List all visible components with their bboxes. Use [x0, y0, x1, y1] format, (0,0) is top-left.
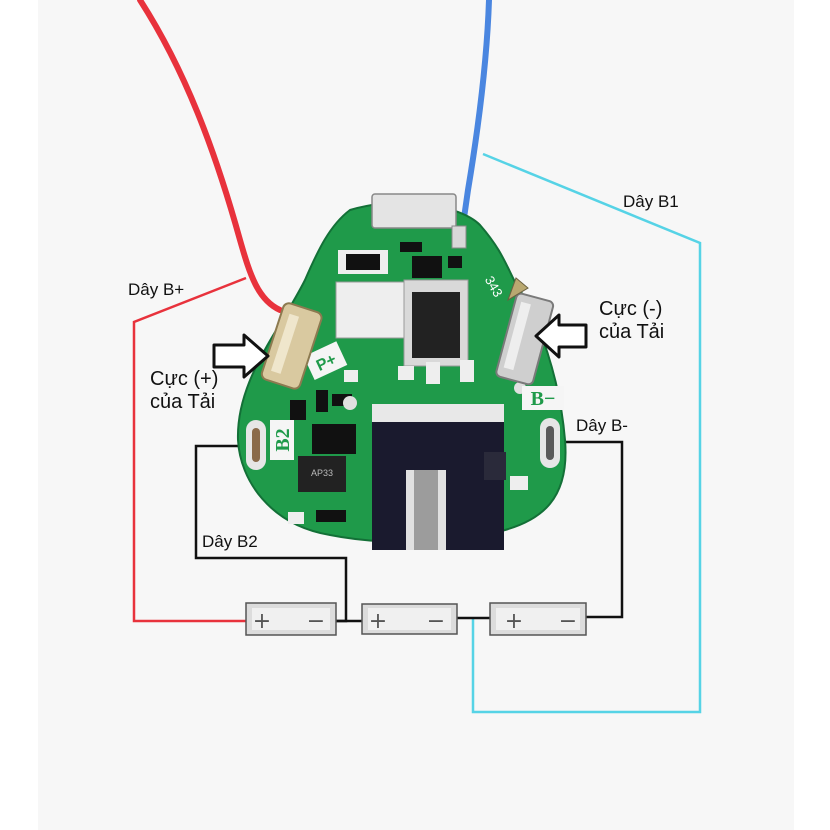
ic-ap33	[298, 456, 346, 492]
label-negative-terminal-line1: Cực (-)	[599, 298, 663, 320]
battery-cell-1	[245, 602, 337, 636]
cell-1-plus: +	[253, 609, 271, 634]
arrow-right-icon	[212, 333, 270, 379]
ic-array	[312, 424, 356, 454]
label-positive-terminal: Cực (+) của Tải	[150, 368, 218, 414]
battery-cell-2	[361, 603, 458, 635]
silk-b-minus: B−	[531, 388, 556, 410]
b-plus-red-line	[132, 276, 247, 623]
label-b2: Dây B2	[202, 532, 258, 551]
cell-2-minus: −	[427, 609, 445, 634]
cell-3-minus: −	[559, 609, 577, 634]
label-b1: Dây B1	[623, 192, 679, 211]
cell-3-plus: +	[505, 609, 523, 634]
label-b-minus: Dây B-	[576, 416, 628, 435]
silk-b2: B2	[272, 428, 294, 451]
top-connector	[371, 193, 457, 229]
chip-mark: AP33	[311, 468, 333, 478]
label-positive-terminal-line2: của Tải	[150, 391, 216, 413]
battery-cell-3	[489, 602, 587, 636]
label-b-plus: Dây B+	[128, 280, 185, 299]
label-negative-terminal: Cực (-) của Tải	[599, 298, 664, 344]
arrow-left-icon	[534, 313, 588, 359]
cell-2-plus: +	[369, 609, 387, 634]
b-minus-black-line	[552, 440, 624, 619]
cell-1-minus: −	[307, 609, 325, 634]
heatsink-pad	[335, 281, 405, 339]
label-positive-terminal-line1: Cực (+)	[150, 368, 219, 390]
label-negative-terminal-line2: của Tải	[599, 321, 665, 343]
red-wire	[137, 0, 283, 313]
b1-cyan-line	[471, 152, 702, 714]
silk-p-plus: P+	[314, 351, 339, 375]
blue-wire	[460, 0, 492, 228]
